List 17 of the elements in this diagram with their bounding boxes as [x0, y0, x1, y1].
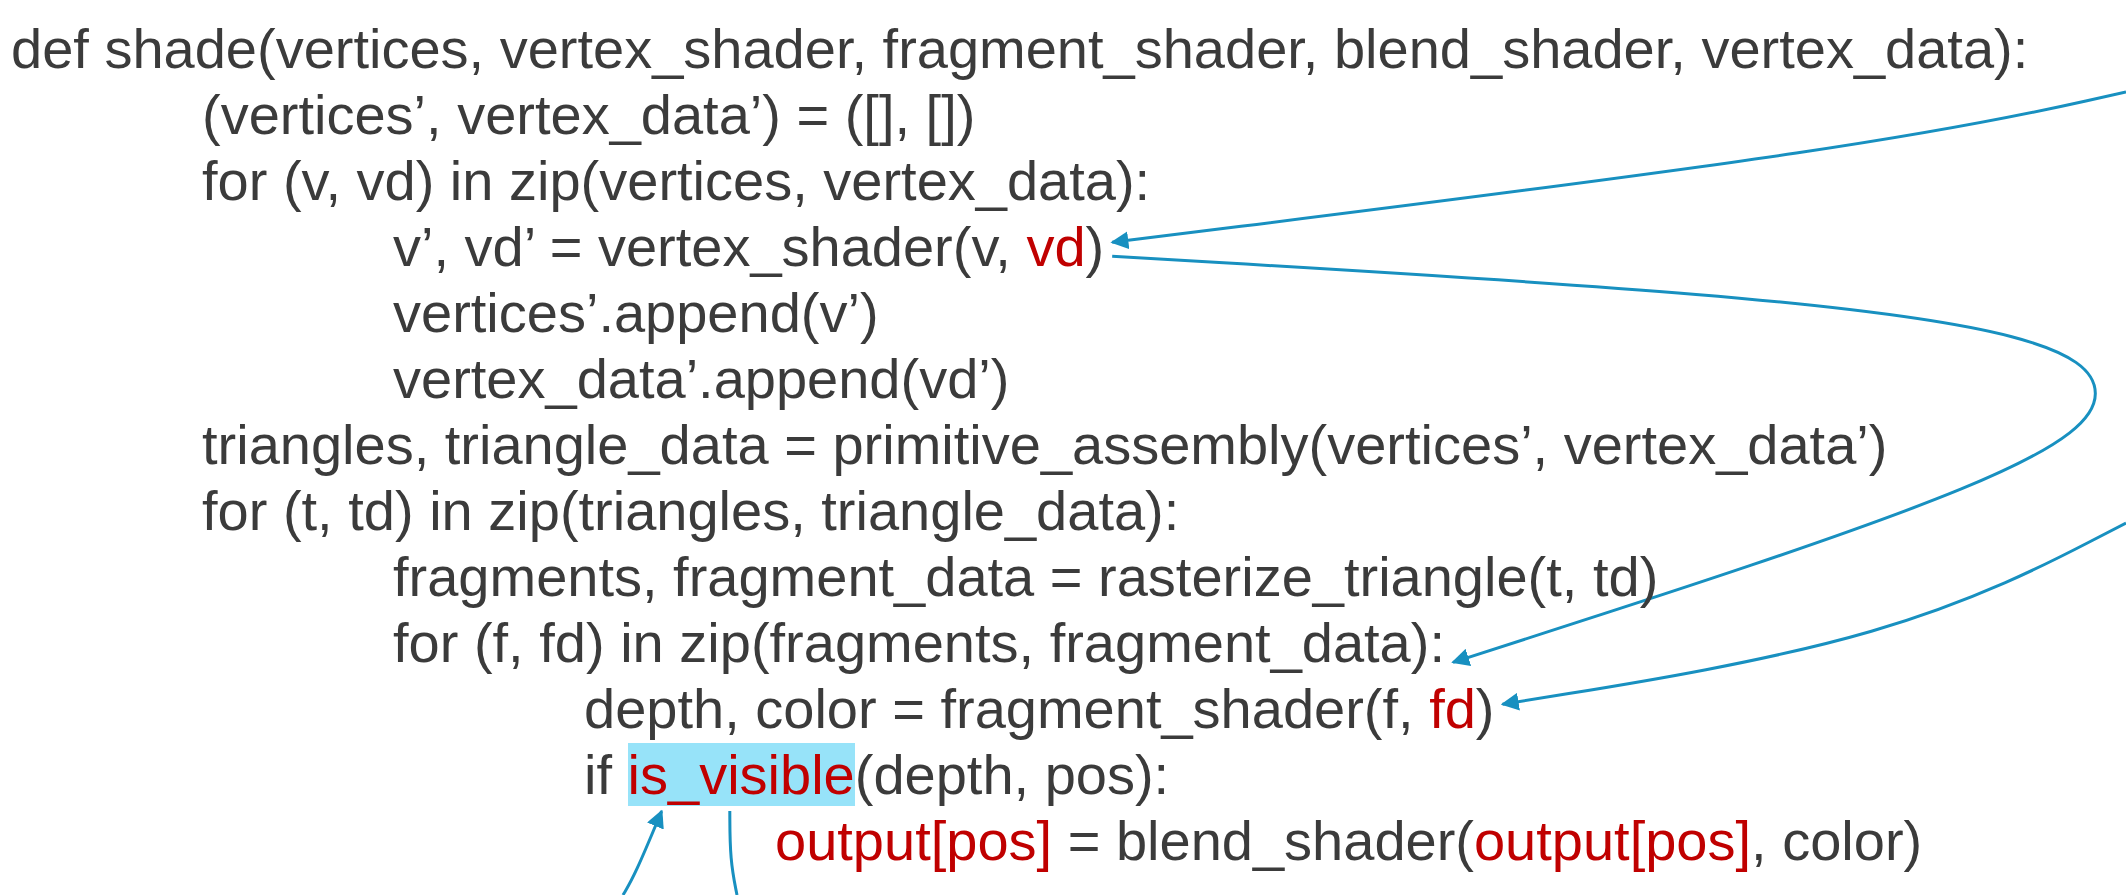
- code-line: vertex_data’.append(vd’): [393, 347, 1010, 410]
- code-line: v’, vd’ = vertex_shader(v, vd): [393, 215, 1105, 278]
- code-line: for (t, td) in zip(triangles, triangle_data):: [202, 479, 1180, 542]
- code-line: if is_visible(depth, pos):: [584, 743, 1170, 806]
- code-line: for (v, vd) in zip(vertices, vertex_data):: [202, 149, 1151, 212]
- code-line: vertices’.append(v’): [393, 281, 879, 344]
- arrow: [1500, 521, 2126, 711]
- arrow: [621, 809, 664, 895]
- code-line: triangles, triangle_data = primitive_assembly(vertices’, vertex_data’): [202, 413, 1888, 476]
- code-line: depth, color = fragment_shader(f, fd): [584, 677, 1495, 740]
- arrow: [1110, 90, 2126, 250]
- code-line: def shade(vertices, vertex_shader, fragment_shader, blend_shader, vertex_data):: [11, 17, 2029, 80]
- code-line: fragments, fragment_data = rasterize_triangle(t, td): [393, 545, 1659, 608]
- arrow: [1112, 254, 2097, 666]
- code-line: for (f, fd) in zip(fragments, fragment_data):: [393, 611, 1445, 674]
- code-line: output[pos] = blend_shader(output[pos], color): [775, 809, 1923, 872]
- code-line: (vertices’, vertex_data’) = ([], []): [202, 83, 976, 146]
